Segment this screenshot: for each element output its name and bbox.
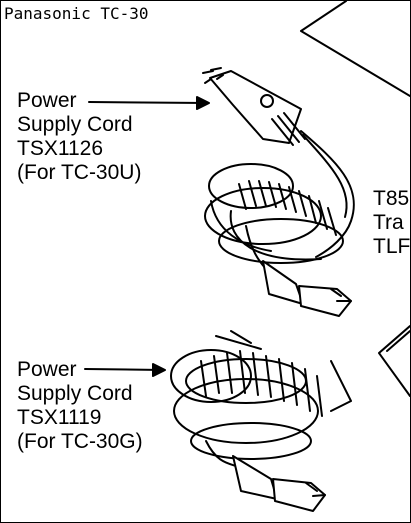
connector-1 [262, 260, 352, 317]
page-title: Panasonic TC-30 [4, 4, 149, 23]
panel-edge-top [300, 1, 410, 97]
callout-line: (For TC-30G) [17, 430, 143, 453]
cut-off-line: TLF [373, 235, 411, 258]
callout-line: Supply Cord [17, 113, 133, 136]
callout-line: Power [17, 358, 77, 381]
connector-2 [232, 455, 326, 512]
box-edge-bottom [378, 325, 410, 397]
coiled-cord-1 [204, 163, 344, 264]
callout-line: TSX1126 [17, 137, 103, 160]
coiled-cord-2 [170, 330, 352, 460]
callout-line: Power [17, 89, 77, 112]
callout-line: Supply Cord [17, 382, 133, 405]
callout-line: (For TC-30U) [17, 161, 142, 184]
cut-off-label: T85 Tra TLF [373, 187, 410, 259]
callout-line: TSX1119 [17, 406, 102, 429]
eu-plug-tsx1126 [202, 67, 306, 146]
cut-off-line: T85 [373, 187, 410, 210]
callout-label-tsx1126: Power Supply Cord TSX1126 (For TC-30U) [17, 89, 141, 185]
callout-arrow-2 [84, 368, 164, 371]
cut-off-line: Tra [373, 211, 404, 234]
callout-arrow-1 [88, 101, 208, 104]
callout-label-tsx1119: Power Supply Cord TSX1119 (For TC-30G) [17, 358, 143, 454]
